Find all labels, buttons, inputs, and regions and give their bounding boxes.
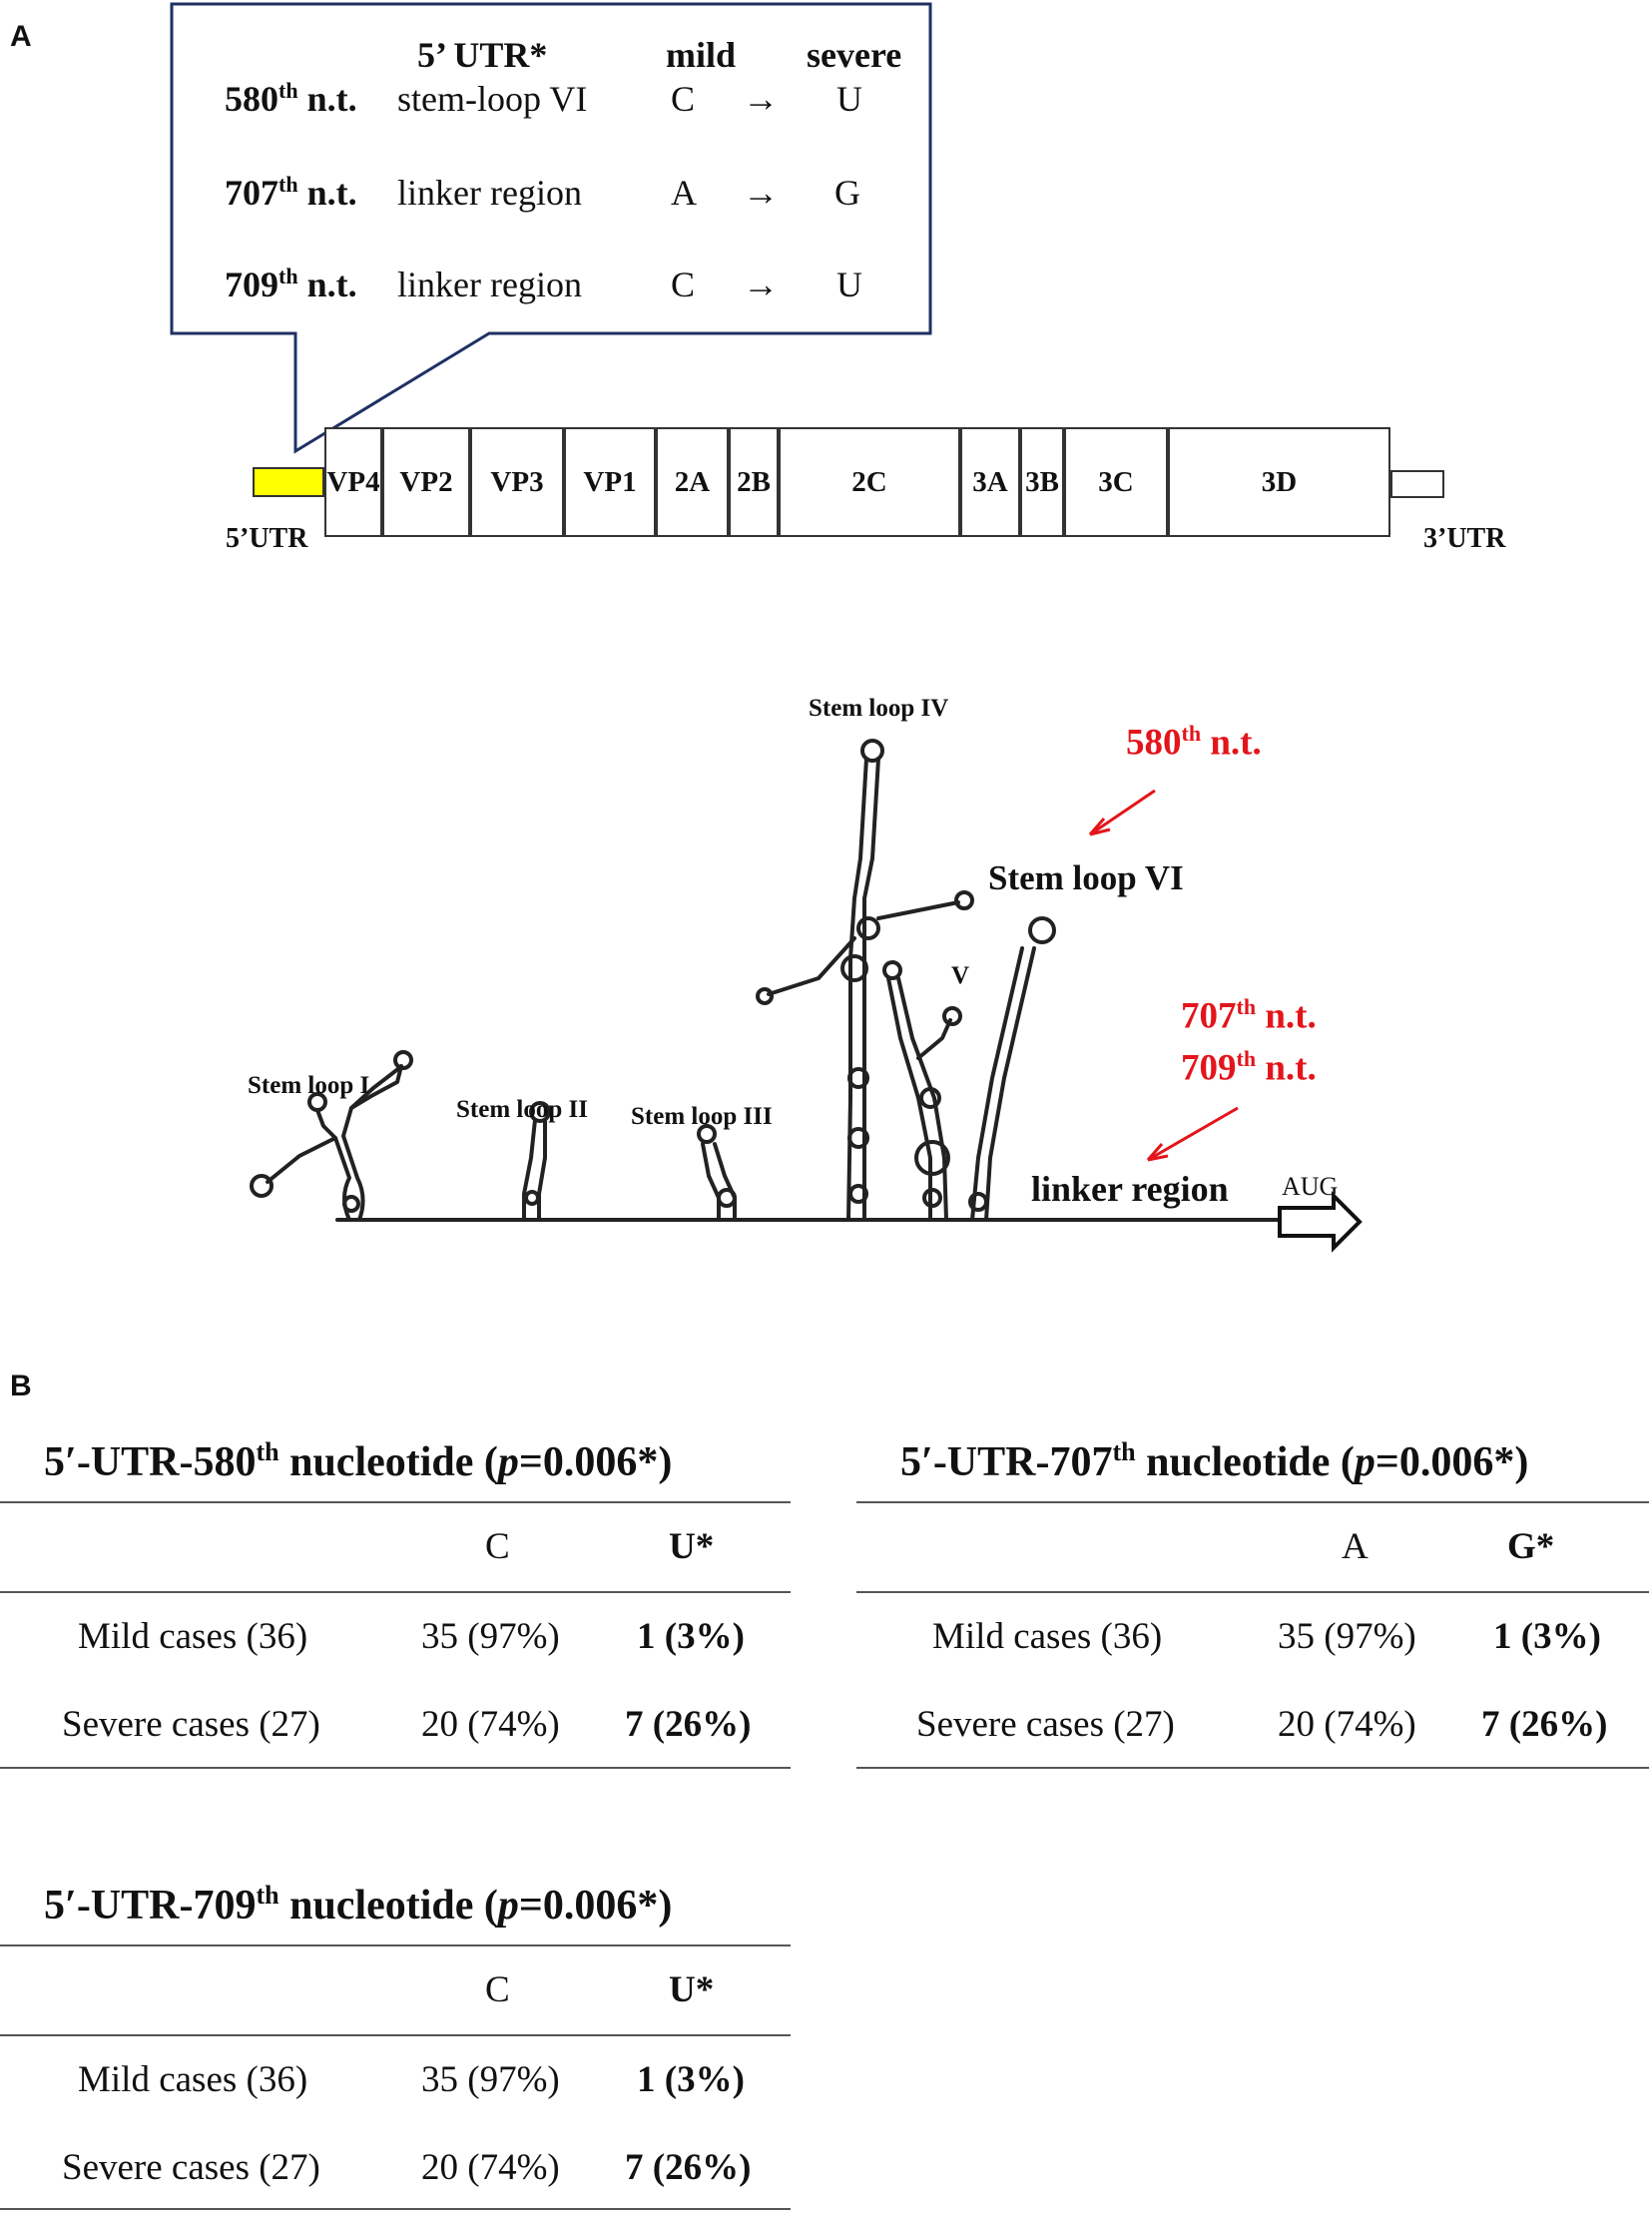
utr5-highlight-box	[253, 467, 324, 497]
label-linker-region: linker region	[1031, 1169, 1229, 1209]
table-cell: 1 (3%)	[1493, 1616, 1601, 1657]
segment-2b: 2B	[729, 427, 779, 537]
table-row-label: Severe cases (27)	[916, 1704, 1175, 1745]
callout-row-mild: C	[671, 79, 696, 119]
utr5-label: 5’UTR	[226, 523, 308, 554]
callout-row-severe: G	[834, 173, 860, 213]
segment-3d: 3D	[1168, 427, 1390, 537]
segment-vp1: VP1	[564, 427, 656, 537]
table-rule-mid	[0, 2034, 791, 2036]
table-rule-top	[856, 1501, 1649, 1503]
callout-row-severe: U	[836, 79, 862, 119]
table-cell: 1 (3%)	[637, 2059, 745, 2100]
table-row-label: Mild cases (36)	[932, 1616, 1163, 1657]
table-title: 5′-UTR-709th nucleotide (p=0.006*)	[44, 1881, 673, 1929]
callout-row-arrow: →	[743, 265, 779, 304]
callout-row-nt: 580th n.t.	[225, 78, 357, 119]
segment-3b: 3B	[1020, 427, 1064, 537]
callout-row-region: stem-loop VI	[397, 79, 588, 119]
table-cell: 20 (74%)	[1278, 1704, 1416, 1745]
table-cell: 20 (74%)	[421, 2147, 560, 2188]
label-stem-loop-i: Stem loop I	[248, 1072, 370, 1099]
callout-row-mild: A	[671, 173, 697, 213]
table-row-label: Mild cases (36)	[78, 2059, 308, 2100]
segment-3a: 3A	[960, 427, 1020, 537]
callout-header-severe: severe	[807, 35, 902, 75]
utr3-box	[1390, 470, 1444, 498]
red-annotation-arrows	[1088, 789, 1239, 1162]
table-rule-mid	[0, 1591, 791, 1593]
callout-row-region: linker region	[397, 265, 582, 304]
table-cell: 20 (74%)	[421, 1704, 560, 1745]
table-col-header: C	[485, 1969, 510, 2010]
panel-label-a: A	[10, 20, 32, 53]
table-rule-top	[0, 1944, 791, 1946]
callout-row-arrow: →	[743, 79, 779, 119]
callout-border	[170, 2, 932, 454]
callout-box	[170, 2, 932, 454]
table-title: 5′-UTR-580th nucleotide (p=0.006*)	[44, 1437, 673, 1485]
table-rule-bottom	[856, 1767, 1649, 1769]
table-title: 5′-UTR-707th nucleotide (p=0.006*)	[900, 1437, 1529, 1485]
table-col-header: C	[485, 1526, 510, 1567]
table-707: 5′-UTR-707th nucleotide (p=0.006*) A G* …	[856, 1429, 1652, 1789]
callout-row-mild: C	[671, 265, 696, 304]
table-row-label: Severe cases (27)	[62, 1704, 320, 1745]
table-709: 5′-UTR-709th nucleotide (p=0.006*) C U* …	[0, 1873, 799, 2216]
utr3-label: 3’UTR	[1423, 523, 1506, 554]
annotation-580-nt: 580th n.t.	[1126, 721, 1262, 764]
stem-loop-iv	[756, 739, 974, 1222]
segment-vp3: VP3	[470, 427, 564, 537]
stem-loop-iii	[697, 1124, 737, 1222]
segment-vp2: VP2	[382, 427, 470, 537]
label-stem-loop-ii: Stem loop II	[456, 1096, 588, 1123]
table-cell: 7 (26%)	[625, 1704, 752, 1745]
stem-loop-vi	[968, 916, 1056, 1222]
table-cell: 35 (97%)	[421, 1616, 560, 1657]
aug-arrow	[1278, 1191, 1363, 1253]
label-stem-loop-vi: Stem loop VI	[988, 858, 1184, 897]
annotation-709-nt: 709th n.t.	[1181, 1046, 1317, 1089]
callout-row-region: linker region	[397, 173, 582, 213]
table-col-header: A	[1342, 1526, 1369, 1567]
annotation-707-nt: 707th n.t.	[1181, 994, 1317, 1037]
callout-header-utr: 5’ UTR*	[417, 35, 548, 75]
table-col-header: U*	[669, 1526, 715, 1567]
panel-label-b: B	[10, 1370, 32, 1402]
table-cell: 7 (26%)	[1481, 1704, 1608, 1745]
stem-loop-ii	[522, 1101, 551, 1222]
segment-2c: 2C	[779, 427, 960, 537]
table-col-header: G*	[1507, 1526, 1555, 1567]
table-row-label: Mild cases (36)	[78, 1616, 308, 1657]
callout-row-severe: U	[836, 265, 862, 304]
callout-header-mild: mild	[666, 35, 737, 75]
table-rule-bottom	[0, 2208, 791, 2210]
segment-3c: 3C	[1064, 427, 1168, 537]
callout-row-nt: 709th n.t.	[225, 264, 357, 304]
table-cell: 1 (3%)	[637, 1616, 745, 1657]
callout-row-nt: 707th n.t.	[225, 172, 357, 213]
label-stem-loop-iv: Stem loop IV	[809, 695, 949, 722]
table-cell: 7 (26%)	[625, 2147, 752, 2188]
label-stem-loop-v: V	[951, 962, 970, 989]
segment-vp4: VP4	[324, 427, 382, 537]
table-rule-bottom	[0, 1767, 791, 1769]
table-row-label: Severe cases (27)	[62, 2147, 320, 2188]
callout-row-arrow: →	[743, 173, 779, 213]
table-rule-top	[0, 1501, 791, 1503]
stem-loop-i	[250, 1050, 413, 1222]
segment-2a: 2A	[656, 427, 729, 537]
stem-loop-v	[882, 960, 962, 1222]
label-aug: AUG	[1282, 1172, 1339, 1201]
table-cell: 35 (97%)	[421, 2059, 560, 2100]
rna-secondary-structure	[250, 739, 1363, 1253]
table-col-header: U*	[669, 1969, 715, 2010]
label-stem-loop-iii: Stem loop III	[631, 1103, 773, 1130]
table-cell: 35 (97%)	[1278, 1616, 1416, 1657]
table-rule-mid	[856, 1591, 1649, 1593]
table-580: 5′-UTR-580th nucleotide (p=0.006*) C U* …	[0, 1429, 799, 1789]
